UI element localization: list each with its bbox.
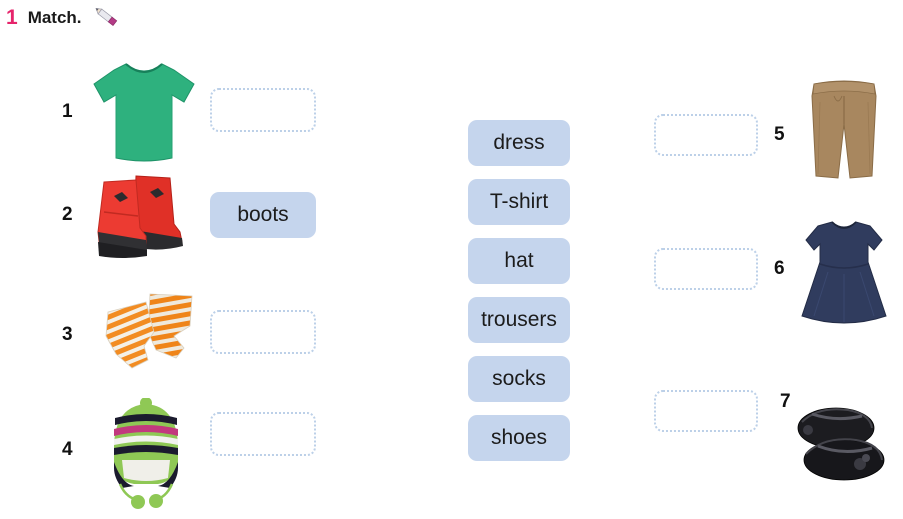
answer-box-7[interactable] — [654, 390, 758, 432]
word-chip-dress[interactable]: dress — [468, 120, 570, 166]
item-number-3: 3 — [62, 324, 73, 345]
item-number-1: 1 — [62, 101, 73, 122]
picture-orange-striped-socks — [92, 292, 200, 374]
item-number-2: 2 — [62, 204, 73, 225]
picture-navy-dress — [798, 218, 890, 330]
task-title: Match. — [27, 7, 82, 27]
picture-black-shoes — [778, 398, 890, 484]
answer-box-1[interactable] — [210, 88, 316, 132]
answer-box-4[interactable] — [210, 412, 316, 456]
item-number-6: 6 — [774, 258, 785, 279]
item-number-7: 7 — [780, 391, 791, 412]
task-number: 1 — [6, 5, 18, 29]
word-chip-t-shirt[interactable]: T-shirt — [468, 179, 570, 225]
word-chip-socks[interactable]: socks — [468, 356, 570, 402]
picture-brown-trousers — [798, 78, 890, 182]
answer-box-6[interactable] — [654, 248, 758, 290]
picture-green-t-shirt — [88, 58, 200, 166]
answer-box-3[interactable] — [210, 310, 316, 354]
task-header: 1 Match. — [6, 3, 122, 31]
word-chip-trousers[interactable]: trousers — [468, 297, 570, 343]
answer-box-5[interactable] — [654, 114, 758, 156]
word-chip-shoes[interactable]: shoes — [468, 415, 570, 461]
answer-box-2[interactable]: boots — [210, 192, 316, 238]
word-chip-hat[interactable]: hat — [468, 238, 570, 284]
picture-red-boots — [88, 172, 200, 260]
item-number-5: 5 — [774, 124, 785, 145]
item-number-4: 4 — [62, 439, 73, 460]
picture-knitted-hat — [92, 398, 200, 510]
word-bank: dress T-shirt hat trousers socks shoes — [468, 120, 570, 461]
pencil-icon — [92, 6, 122, 28]
